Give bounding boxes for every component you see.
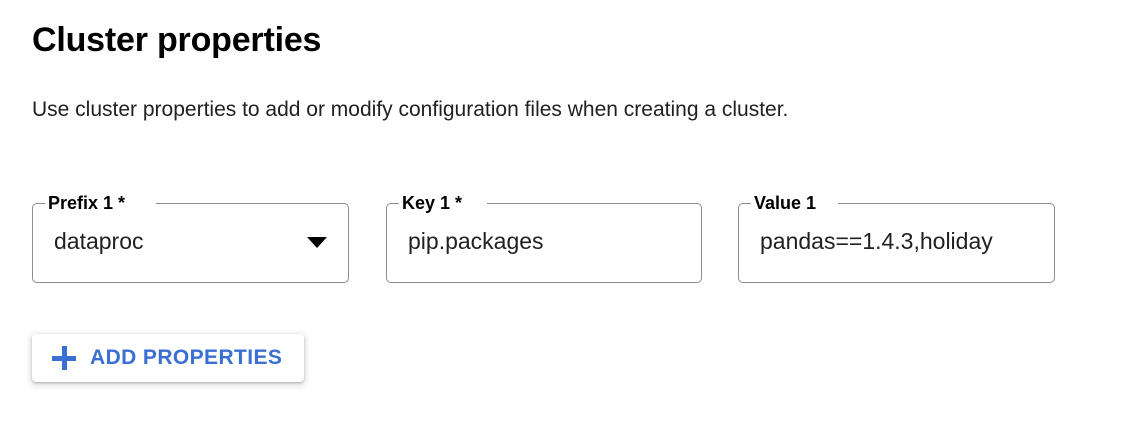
prefix-field-label: Prefix 1 * [45, 193, 130, 213]
add-properties-button[interactable]: ADD PROPERTIES [32, 334, 305, 382]
chevron-down-icon[interactable] [307, 237, 327, 248]
plus-icon [52, 346, 76, 370]
key-field-value: pip.packages [408, 228, 544, 254]
value-field-value: pandas==1.4.3,holiday [760, 228, 993, 254]
outline-leading [32, 203, 45, 283]
page-title: Cluster properties [32, 21, 322, 59]
value-input[interactable]: Value 1 pandas==1.4.3,holiday [738, 193, 1055, 283]
value-field-label: Value 1 [751, 193, 821, 213]
key-field-label: Key 1 * [399, 193, 467, 213]
page-subtitle: Use cluster properties to add or modify … [32, 98, 789, 121]
outline-leading [738, 203, 751, 283]
prefix-field-value: dataproc [54, 228, 144, 254]
add-properties-label: ADD PROPERTIES [90, 346, 283, 369]
outline-leading [386, 203, 399, 283]
prefix-select[interactable]: Prefix 1 * dataproc [32, 193, 349, 283]
property-row-1: Prefix 1 * dataproc Key 1 * pip.packages [0, 193, 1122, 285]
key-input[interactable]: Key 1 * pip.packages [386, 193, 702, 283]
